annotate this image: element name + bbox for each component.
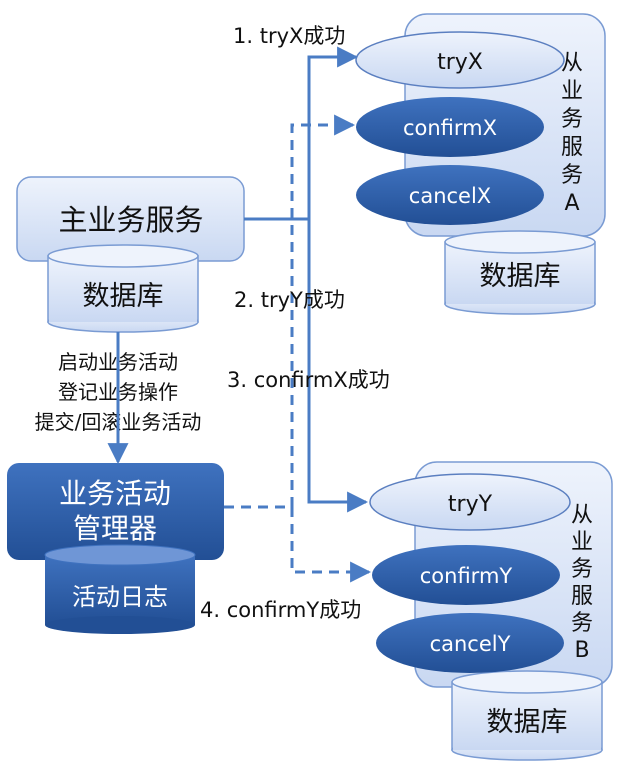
vertical-char: 服 [561,135,583,160]
activity-manager-title-1: 业务活动 [59,477,171,510]
vertical-char: A [564,191,579,216]
try-flow-line [244,46,359,221]
tryy-flow-line [307,219,369,513]
vertical-char: B [574,638,589,663]
service-b-db-label: 数据库 [487,707,568,738]
service-a-db-label: 数据库 [480,261,561,292]
connectors [107,46,372,583]
main-service-title: 主业务服务 [58,203,203,237]
confirmy-label: confirmY [420,564,513,588]
activity-manager-title-2: 管理器 [73,512,157,545]
confirmy-op: confirmY [372,545,560,605]
confirmx-dashed-line [224,114,356,509]
vertical-char: 服 [571,584,593,609]
vertical-char: 务 [561,163,583,188]
main-service-db-label: 数据库 [83,281,164,312]
tryx-label: tryX [437,50,483,75]
cancely-op: cancelY [376,613,564,673]
vertical-char: 从 [571,503,593,528]
vertical-char: 务 [561,107,583,132]
service-a-db: 数据库 [444,230,596,315]
activity-log-label: 活动日志 [72,583,168,611]
vertical-char: 从 [561,51,583,76]
vertical-char: 业 [561,79,583,104]
confirmy-dashed-line [290,507,372,583]
cancelx-label: cancelX [409,184,491,208]
step-1-label: 1. tryX成功 [233,24,345,48]
step-4-label: 4. confirmY成功 [200,598,361,622]
step-3-label: 3. confirmX成功 [227,368,390,392]
vertical-char: 务 [571,611,593,636]
cancelx-op: cancelX [356,165,544,225]
step-2-label: 2. tryY成功 [234,288,345,312]
tryy-label: tryY [448,492,493,517]
tryx-op: tryX [355,31,565,89]
tryy-op: tryY [369,473,571,531]
cancely-label: cancelY [430,632,511,656]
main-service-db: 数据库 [47,244,199,333]
service-b-db: 数据库 [451,670,603,761]
activity-log-db: 活动日志 [44,544,196,634]
confirmx-op: confirmX [356,97,544,157]
confirmx-label: confirmX [403,116,497,140]
activity-manager-box: 业务活动 管理器 [7,463,224,560]
vertical-char: 务 [571,557,593,582]
main-service-box: 主业务服务 [16,176,245,262]
vertical-char: 业 [571,530,593,555]
